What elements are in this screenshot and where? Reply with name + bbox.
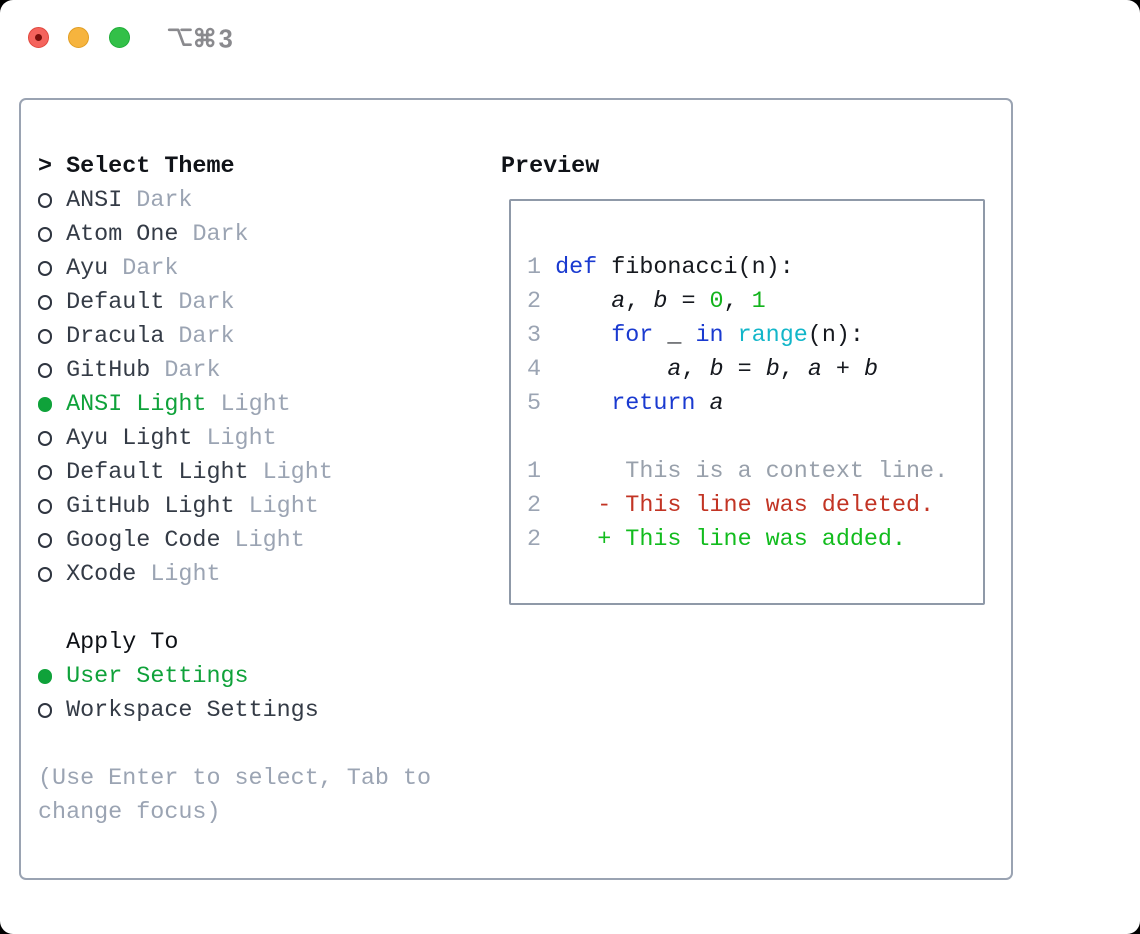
svg-text:3: 3 — [219, 25, 233, 52]
